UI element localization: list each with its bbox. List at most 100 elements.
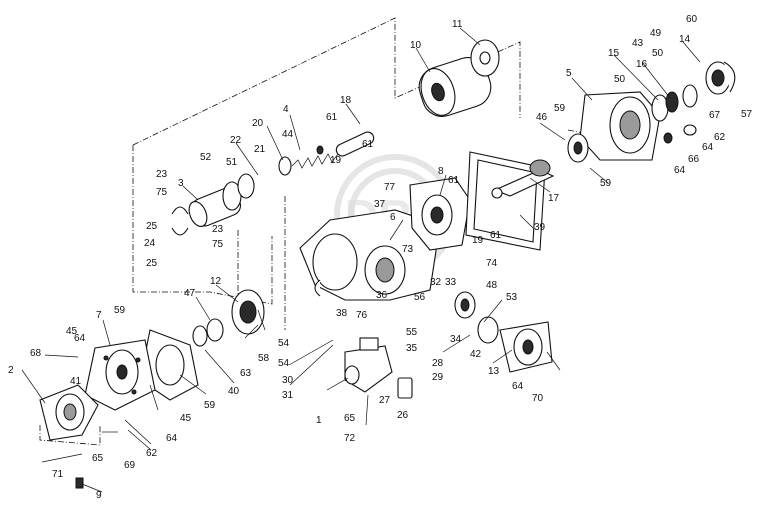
callout-59a: 59 [114, 305, 126, 316]
callout-39: 39 [534, 222, 546, 233]
callout-64a: 64 [74, 333, 86, 344]
callout-31: 31 [282, 390, 294, 401]
callout-62a: 62 [714, 132, 726, 143]
small-bracket [397, 377, 413, 399]
callout-27: 27 [379, 395, 391, 406]
callout-4: 4 [283, 104, 289, 115]
callout-49: 49 [650, 28, 662, 39]
callout-61d: 61 [490, 230, 502, 241]
callout-68: 68 [30, 348, 42, 359]
callout-56: 56 [414, 292, 426, 303]
callout-22: 22 [230, 135, 242, 146]
callout-21: 21 [254, 144, 266, 155]
rear-cover [477, 316, 553, 373]
callout-54a: 54 [278, 338, 290, 349]
callout-23a: 23 [156, 169, 168, 180]
callout-30: 30 [282, 375, 294, 386]
callout-63: 63 [240, 368, 252, 379]
callout-65a: 65 [92, 453, 104, 464]
callout-66: 66 [688, 154, 700, 165]
callout-17: 17 [548, 193, 560, 204]
callout-12: 12 [210, 276, 222, 287]
callout-62b: 62 [146, 448, 158, 459]
callout-24: 24 [144, 238, 156, 249]
callout-23b: 23 [212, 224, 224, 235]
callout-76: 76 [356, 310, 368, 321]
callout-13: 13 [488, 366, 500, 377]
callout-77: 77 [384, 182, 396, 193]
callout-9: 9 [96, 490, 102, 501]
callout-19a: 19 [330, 155, 342, 166]
callout-15: 15 [608, 48, 620, 59]
mid-bearing [454, 291, 476, 319]
callout-59c: 59 [554, 103, 566, 114]
callout-8: 8 [438, 166, 444, 177]
callout-16: 16 [636, 59, 648, 70]
callout-11: 11 [452, 19, 463, 30]
callout-18: 18 [340, 95, 352, 106]
callout-65b: 65 [344, 413, 356, 424]
gasket-plate [139, 329, 199, 401]
callout-41: 41 [70, 376, 82, 387]
callout-59b: 59 [204, 400, 216, 411]
callout-61c: 61 [448, 175, 460, 186]
leader-lines [21, 27, 701, 493]
callout-3: 3 [178, 178, 184, 189]
callout-60: 60 [686, 14, 698, 25]
callout-64c: 64 [512, 381, 524, 392]
callout-labels: 1 2 3 4 5 6 7 8 9 10 11 12 13 14 15 16 1… [8, 14, 753, 501]
callout-75a: 75 [156, 187, 168, 198]
callout-10: 10 [410, 40, 422, 51]
spring-assembly [278, 131, 375, 176]
callout-19b: 19 [472, 235, 484, 246]
callout-29: 29 [432, 372, 444, 383]
callout-25b: 25 [146, 258, 158, 269]
callout-14: 14 [679, 34, 691, 45]
callout-61a: 61 [326, 112, 338, 123]
callout-74: 74 [486, 258, 498, 269]
callout-59d: 59 [600, 178, 612, 189]
end-pump [39, 384, 99, 441]
callout-69: 69 [124, 460, 136, 471]
piston-cartridge [171, 173, 255, 236]
front-bearing [192, 289, 265, 347]
callout-50b: 50 [614, 74, 626, 85]
callout-38: 38 [336, 308, 348, 319]
callout-37: 37 [374, 199, 386, 210]
solenoid-valve [344, 337, 393, 426]
callout-26: 26 [397, 410, 409, 421]
callout-25a: 25 [146, 221, 158, 232]
callout-72: 72 [344, 433, 356, 444]
callout-70: 70 [532, 393, 544, 404]
callout-33: 33 [445, 277, 457, 288]
callout-73: 73 [402, 244, 414, 255]
callout-42: 42 [470, 349, 482, 360]
callout-35: 35 [406, 343, 418, 354]
callout-1: 1 [316, 415, 322, 426]
callout-44: 44 [282, 129, 294, 140]
callout-36: 36 [376, 290, 388, 301]
callout-40: 40 [228, 386, 240, 397]
callout-6: 6 [390, 212, 396, 223]
fasteners [41, 309, 561, 489]
callout-32: 32 [430, 277, 442, 288]
callout-46: 46 [536, 112, 548, 123]
output-shaft [491, 159, 555, 199]
callout-28: 28 [432, 358, 444, 369]
callout-52: 52 [200, 152, 212, 163]
callout-45a: 45 [66, 326, 78, 337]
callout-57: 57 [741, 109, 753, 120]
main-housing [299, 177, 471, 301]
callout-7: 7 [96, 310, 102, 321]
callout-53: 53 [506, 292, 518, 303]
callout-54b: 54 [278, 358, 290, 369]
callout-64d: 64 [674, 165, 686, 176]
callout-64e: 64 [702, 142, 714, 153]
callout-61b: 61 [362, 139, 374, 150]
callout-55: 55 [406, 327, 418, 338]
seal-stack [651, 61, 736, 144]
callout-71: 71 [52, 469, 64, 480]
callout-67: 67 [709, 110, 721, 121]
callout-43: 43 [632, 38, 644, 49]
